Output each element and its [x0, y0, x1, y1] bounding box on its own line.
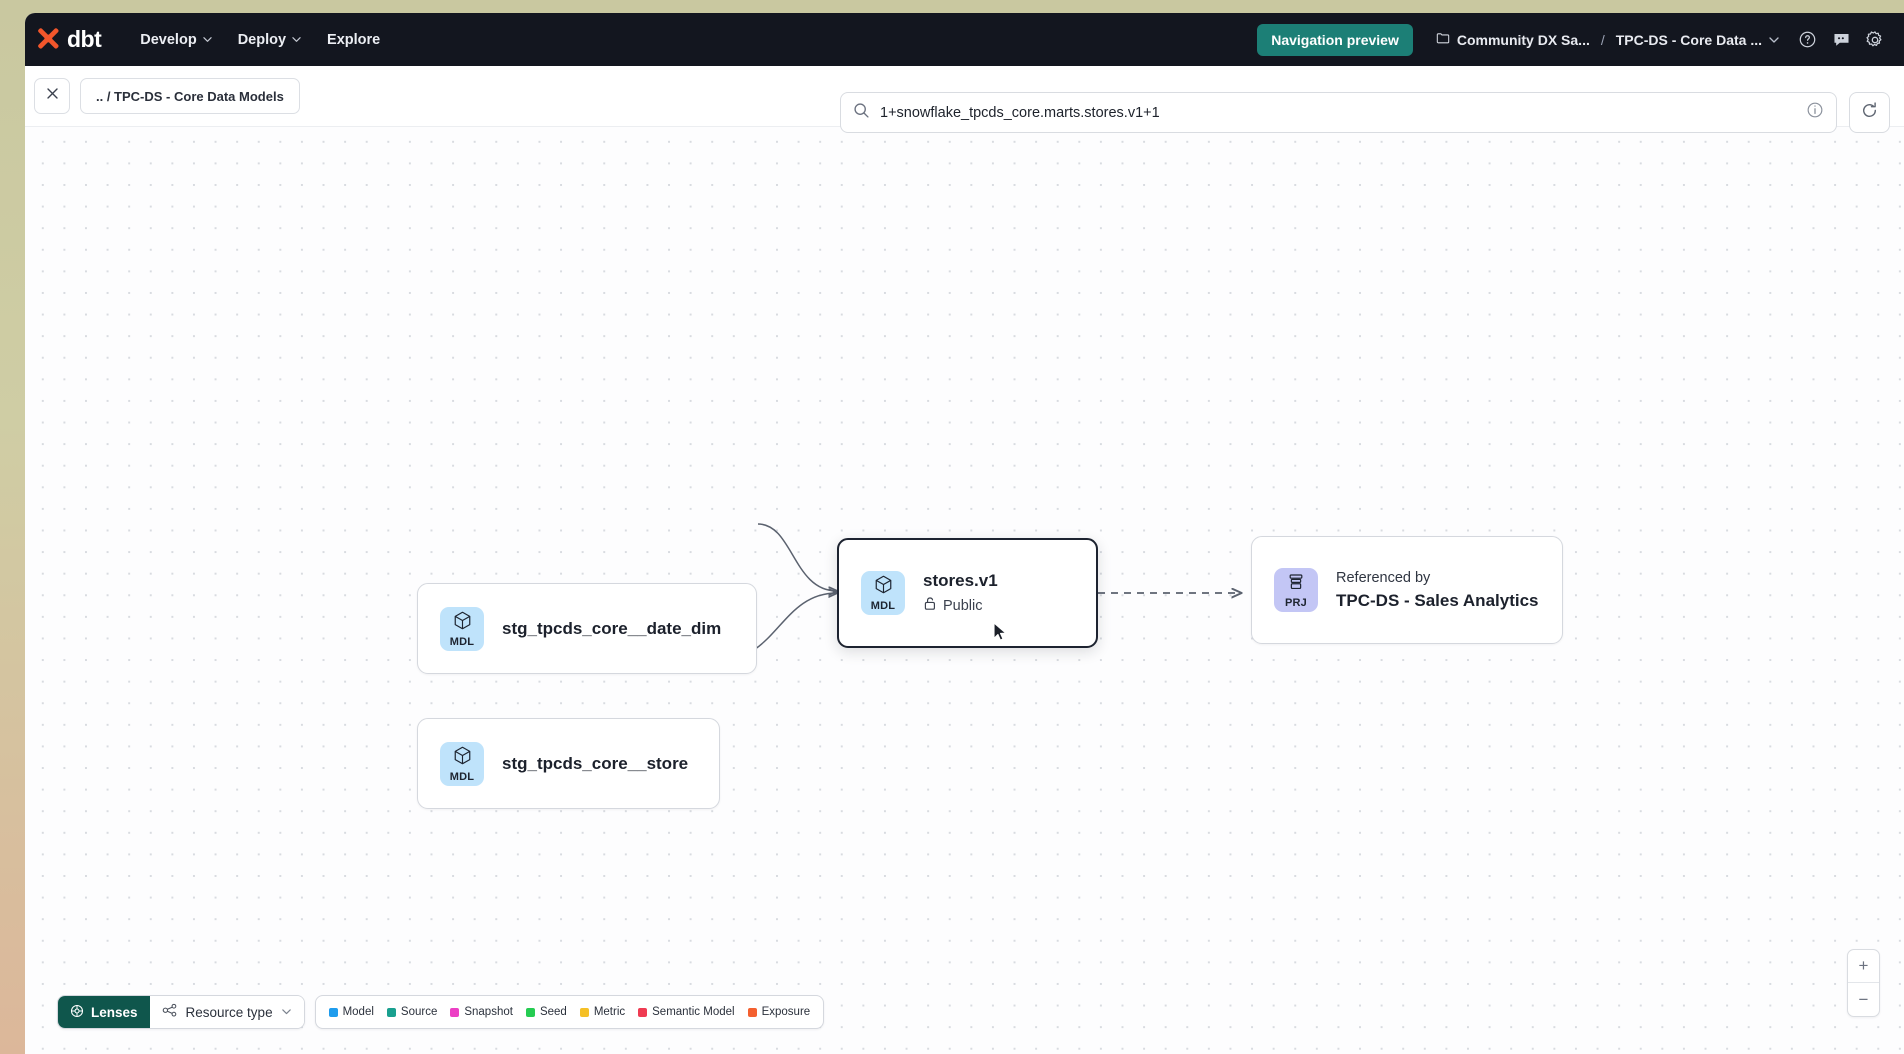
- node-badge-label: MDL: [449, 770, 475, 783]
- refresh-icon: [1860, 101, 1879, 125]
- legend-item-semantic-model: Semantic Model: [638, 1006, 735, 1018]
- unlock-icon: [923, 596, 937, 615]
- lens-controls-group: Lenses Resource type: [57, 995, 825, 1029]
- node-badge-prj: PRJ: [1274, 568, 1318, 612]
- lineage-search-bar[interactable]: [840, 92, 1837, 133]
- node-title: stg_tpcds_core__store: [502, 753, 689, 773]
- lenses-button[interactable]: Lenses: [58, 996, 150, 1028]
- legend-swatch: [328, 1007, 338, 1017]
- navbar-right-group: Navigation preview Community DX Sa... / …: [1257, 23, 1904, 56]
- close-x-icon: [45, 86, 60, 106]
- project-stack-icon: [1286, 572, 1306, 597]
- node-title: stg_tpcds_core__date_dim: [502, 618, 722, 638]
- folder-icon: [1436, 31, 1450, 48]
- nav-item-explore-label: Explore: [327, 31, 381, 48]
- legend-swatch: [450, 1007, 460, 1017]
- legend-swatch: [638, 1007, 648, 1017]
- help-circle-icon[interactable]: [1792, 25, 1822, 55]
- chevron-down-icon: [203, 32, 212, 48]
- node-badge-mdl: MDL: [440, 741, 484, 786]
- legend-label: Metric: [593, 1006, 626, 1018]
- feedback-chat-icon[interactable]: [1826, 25, 1856, 55]
- breadcrumb-account[interactable]: Community DX Sa...: [1427, 25, 1599, 54]
- legend-label: Semantic Model: [652, 1006, 735, 1018]
- zoom-in-button[interactable]: +: [1848, 950, 1879, 983]
- cube-icon: [873, 574, 894, 600]
- dbt-wordmark: dbt: [67, 26, 102, 52]
- legend-swatch: [525, 1007, 535, 1017]
- zoom-out-button[interactable]: −: [1858, 989, 1869, 1009]
- lineage-canvas[interactable]: MDL stg_tpcds_core__date_dim MDL: [25, 127, 1904, 1054]
- breadcrumb-project-label: TPC-DS - Core Data ...: [1615, 31, 1762, 48]
- navigation-preview-button[interactable]: Navigation preview: [1257, 23, 1413, 56]
- graph-node-stg-date-dim[interactable]: MDL stg_tpcds_core__date_dim: [417, 583, 757, 674]
- legend-swatch: [747, 1007, 757, 1017]
- breadcrumb-separator: /: [1600, 31, 1605, 48]
- browser-window: dbt Develop Deploy Explore: [25, 13, 1904, 1054]
- breadcrumb-chip[interactable]: .. / TPC-DS - Core Data Models: [80, 78, 300, 114]
- zoom-controls: + −: [1847, 949, 1880, 1017]
- lens-button-group: Lenses Resource type: [57, 995, 305, 1029]
- search-icon: [853, 102, 870, 124]
- nav-item-explore[interactable]: Explore: [316, 25, 391, 55]
- dbt-x-logo-icon: [35, 26, 62, 53]
- chevron-down-icon: [281, 1005, 292, 1020]
- breadcrumb-account-label: Community DX Sa...: [1456, 31, 1590, 48]
- refresh-button[interactable]: [1849, 92, 1890, 133]
- legend-label: Model: [342, 1006, 374, 1018]
- node-text-block: Referenced by TPC-DS - Sales Analytics: [1336, 570, 1539, 611]
- legend-label: Seed: [539, 1006, 567, 1018]
- legend-item-source: Source: [386, 1006, 438, 1018]
- search-input[interactable]: [880, 104, 1796, 121]
- node-badge-mdl: MDL: [440, 606, 484, 651]
- node-text-block: stg_tpcds_core__store: [502, 754, 688, 774]
- lenses-button-label: Lenses: [91, 1004, 138, 1020]
- node-title: stores.v1: [923, 571, 998, 590]
- node-text-block: stg_tpcds_core__date_dim: [502, 619, 721, 639]
- breadcrumb-project[interactable]: TPC-DS - Core Data ...: [1607, 26, 1788, 54]
- dbt-logo[interactable]: dbt: [35, 26, 102, 53]
- legend-item-metric: Metric: [579, 1006, 626, 1018]
- resource-type-button-label: Resource type: [185, 1004, 273, 1020]
- node-caption: Referenced by: [1336, 569, 1431, 586]
- node-badge-label: PRJ: [1285, 596, 1307, 609]
- node-access-label: Public: [943, 597, 983, 614]
- nav-item-deploy[interactable]: Deploy: [227, 25, 312, 55]
- graph-node-stg-store[interactable]: MDL stg_tpcds_core__store: [417, 718, 720, 809]
- close-button[interactable]: [34, 78, 70, 114]
- resource-type-button[interactable]: Resource type: [149, 996, 304, 1028]
- graph-node-stores-v1[interactable]: MDL stores.v1 Public: [837, 538, 1098, 648]
- info-circle-icon[interactable]: [1806, 101, 1824, 124]
- legend-label: Exposure: [761, 1006, 811, 1018]
- node-badge-mdl: MDL: [861, 571, 905, 615]
- cube-icon: [452, 745, 473, 771]
- legend-label: Source: [400, 1006, 438, 1018]
- node-badge-label: MDL: [870, 600, 896, 612]
- node-access-badge: Public: [923, 596, 998, 615]
- legend-item-seed: Seed: [525, 1006, 567, 1018]
- gear-icon[interactable]: [1860, 25, 1890, 55]
- legend-swatch: [579, 1007, 589, 1017]
- cube-icon: [452, 610, 473, 636]
- nav-item-develop[interactable]: Develop: [129, 25, 222, 55]
- legend-item-snapshot: Snapshot: [450, 1006, 513, 1018]
- chevron-down-icon: [1769, 32, 1779, 48]
- nav-item-deploy-label: Deploy: [237, 31, 287, 48]
- graph-node-sales-analytics-project[interactable]: PRJ Referenced by TPC-DS - Sales Analyti…: [1251, 536, 1563, 644]
- top-navbar: dbt Develop Deploy Explore: [25, 13, 1904, 66]
- node-title: TPC-DS - Sales Analytics: [1336, 590, 1539, 610]
- legend-label: Snapshot: [464, 1006, 513, 1018]
- nav-links: Develop Deploy Explore: [129, 25, 391, 55]
- chevron-down-icon: [292, 32, 301, 48]
- legend-item-model: Model: [328, 1006, 374, 1018]
- resource-type-legend: Model Source Snapshot Seed: [314, 995, 825, 1029]
- node-badge-label: MDL: [449, 635, 475, 648]
- legend-item-exposure: Exposure: [747, 1006, 811, 1018]
- lens-icon: [70, 1004, 84, 1021]
- legend-swatch: [386, 1007, 396, 1017]
- resource-graph-icon: [162, 1003, 178, 1021]
- node-text-block: stores.v1 Public: [923, 571, 998, 615]
- nav-item-develop-label: Develop: [140, 31, 197, 48]
